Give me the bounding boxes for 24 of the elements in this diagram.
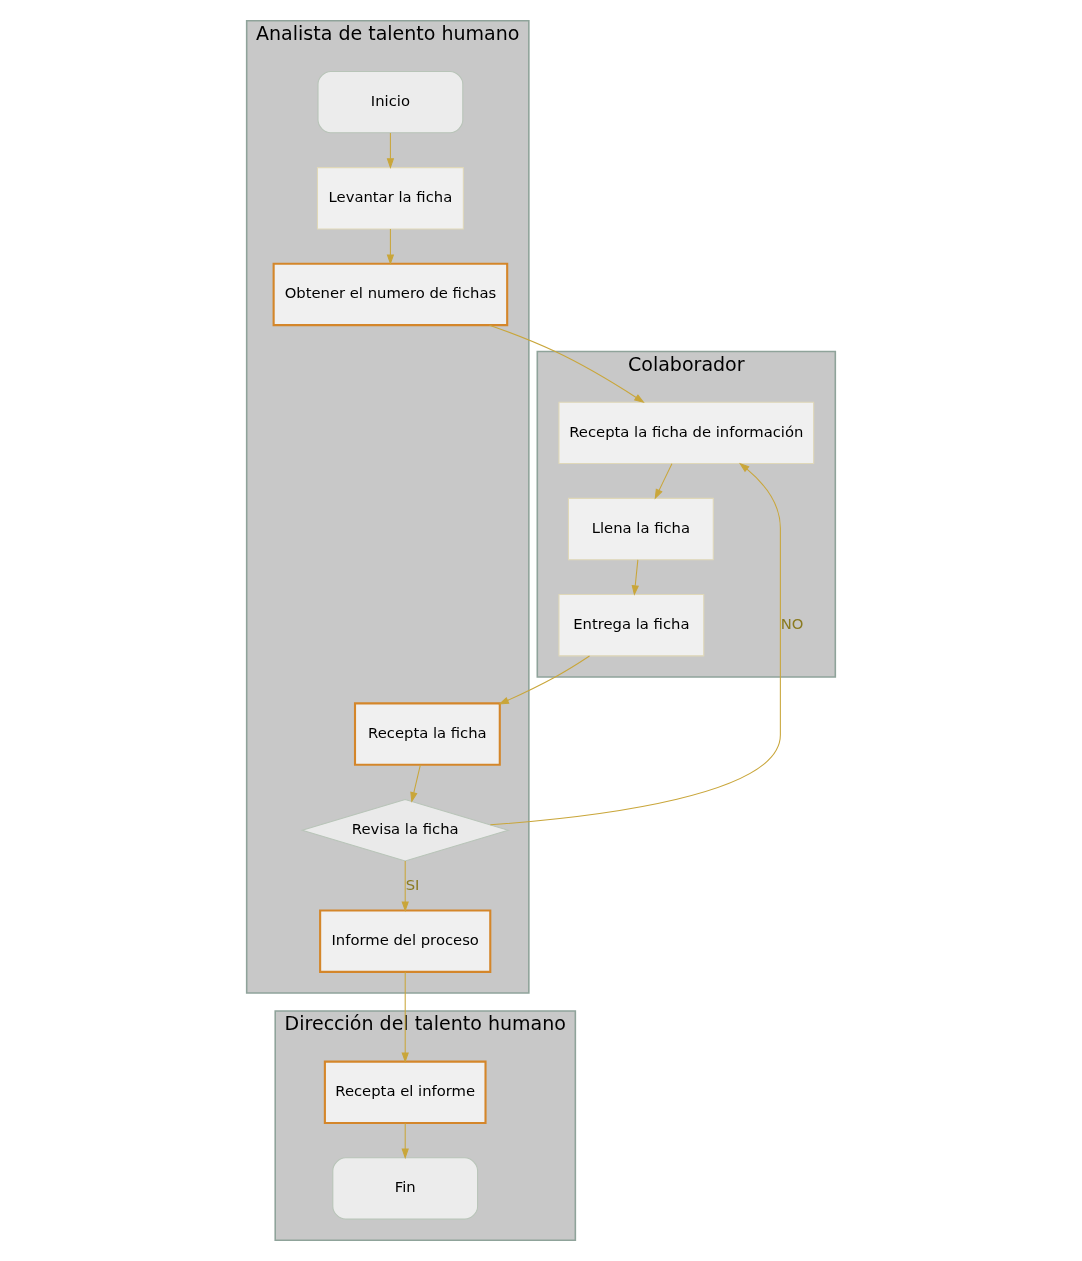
node-diamond: Revisa la ficha	[300, 799, 511, 862]
arrow	[631, 559, 639, 596]
node-box: Recepta la ficha de información	[558, 401, 815, 465]
node-box: Entrega la ficha	[558, 594, 705, 657]
node-box: Inicio	[317, 70, 464, 134]
edge-label: NO	[780, 615, 804, 633]
arrow	[386, 132, 395, 169]
node-box: Llena la ficha	[567, 497, 714, 561]
arrow	[654, 463, 673, 500]
node-box: Obtener el numero de fichas	[272, 262, 509, 327]
edge-label: SI	[405, 875, 420, 893]
node-box: Recepta la ficha	[353, 702, 501, 766]
arrow	[410, 764, 421, 803]
node-box: Fin	[332, 1157, 479, 1220]
arrow	[401, 1122, 409, 1160]
arrow	[489, 462, 781, 826]
arrow	[386, 228, 395, 266]
arrow	[498, 655, 591, 705]
node-box: Recepta el informe	[323, 1060, 487, 1125]
node-box: Levantar la ficha	[316, 167, 464, 230]
arrow	[401, 971, 409, 1064]
arrow	[401, 860, 409, 913]
node-box: Informe del proceso	[319, 909, 492, 973]
arrow	[488, 324, 645, 404]
